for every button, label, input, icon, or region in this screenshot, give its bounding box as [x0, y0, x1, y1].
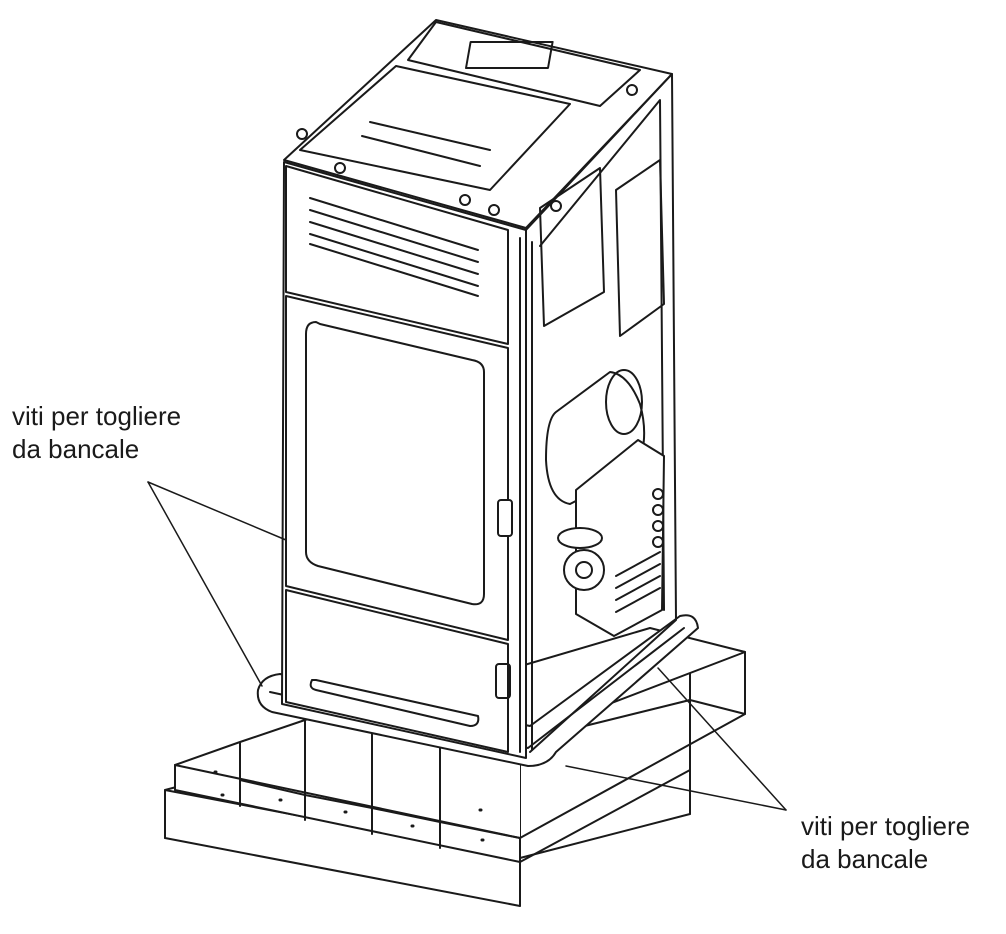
callout-right-screws: viti per togliere da bancale	[801, 810, 970, 876]
stove-grille-panel	[285, 165, 509, 345]
stove-door	[285, 295, 509, 641]
stove-top-lid	[299, 65, 571, 191]
stove-vent-slots	[309, 197, 479, 297]
stove-display	[464, 41, 554, 69]
stove-door-glass	[305, 321, 485, 606]
leader-right-2	[565, 765, 787, 811]
callout-left-line2: da bancale	[12, 434, 140, 464]
stove-motor-body	[557, 527, 603, 549]
stove-front	[281, 161, 527, 759]
stove-lower-panel	[285, 589, 509, 753]
pallet-slat-tops	[174, 764, 521, 839]
stove-door-latch	[497, 499, 513, 537]
stove-control-panel	[407, 21, 641, 107]
stove-side-plate	[615, 159, 665, 337]
pallet	[164, 627, 746, 907]
stove-electronics-terminals	[615, 551, 661, 613]
stove-base-tray	[256, 614, 699, 767]
stove-side-frame-edge	[519, 237, 533, 753]
leader-right-1	[657, 667, 787, 811]
leader-left-1	[147, 481, 287, 541]
stove-electronics-box	[575, 439, 665, 637]
stove-top-fasteners	[296, 84, 638, 216]
pallet-nails	[213, 770, 485, 842]
stove-motor	[563, 549, 605, 591]
callout-right-line1: viti per togliere	[801, 811, 971, 841]
callout-left-line1: viti per togliere	[12, 401, 182, 431]
stove-door-hinge	[495, 663, 511, 699]
callout-left-screws: viti per togliere da bancale	[12, 400, 181, 466]
stove-fan-cylinder-end	[605, 369, 643, 435]
leader-left-2	[147, 481, 263, 687]
stove-side-frame	[525, 73, 677, 753]
stove-ash-slot	[309, 679, 480, 727]
leader-lines	[147, 481, 787, 811]
stove	[281, 19, 677, 759]
stove-top-slot	[361, 121, 491, 167]
stove-hopper	[539, 167, 605, 327]
callout-right-line2: da bancale	[801, 844, 929, 874]
pallet-top-deck-front	[175, 668, 520, 838]
stove-motor-hub	[575, 561, 593, 579]
stove-side-holes	[652, 488, 664, 548]
